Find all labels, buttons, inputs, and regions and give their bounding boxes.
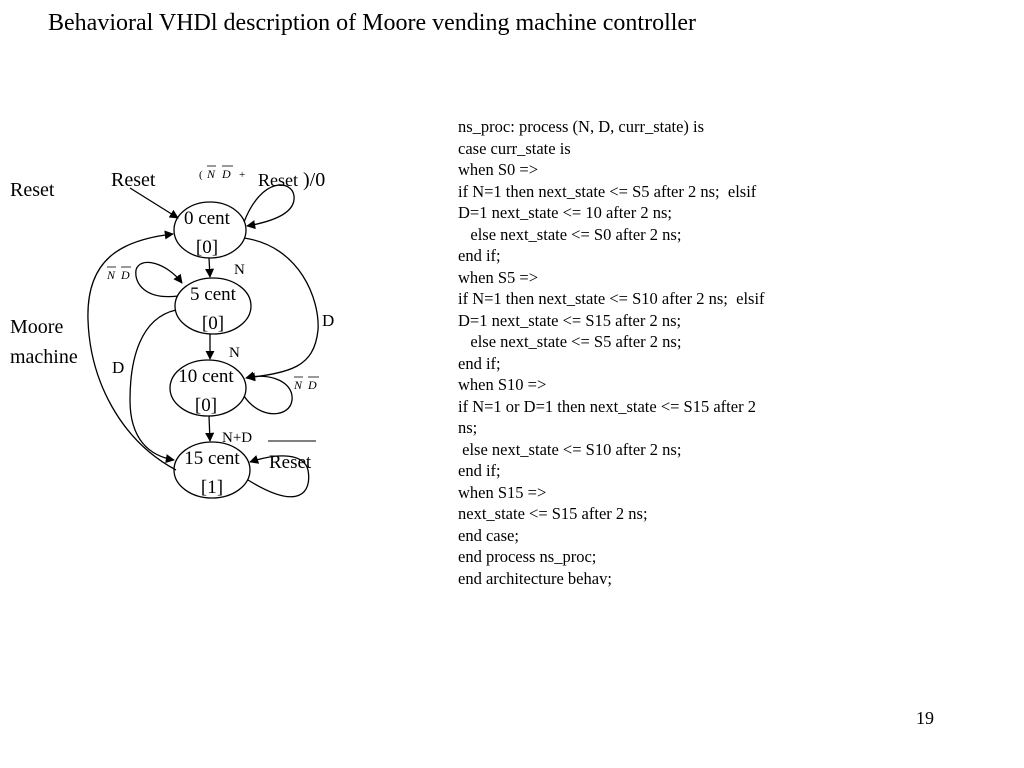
edge-s0-s10-label: D <box>322 311 334 330</box>
svg-text:N: N <box>106 268 116 282</box>
state-10-name: 10 cent <box>178 366 234 387</box>
state-15-name: 15 cent <box>184 448 240 469</box>
code-line: else next_state <= S0 after 2 ns; <box>458 224 682 244</box>
code-line: when S10 => <box>458 375 547 394</box>
state-0-cent: 0 cent [0] <box>173 201 247 259</box>
edge-s5-s15-label: D <box>112 358 124 377</box>
s10-self-loop-label: N D <box>293 376 319 392</box>
state-10-output: [0] <box>195 395 217 416</box>
edge-s5-s10-label: N <box>229 345 240 361</box>
page-number: 19 <box>916 708 934 728</box>
code-line: ns_proc: process (N, D, curr_state) is <box>458 117 705 136</box>
svg-text:(: ( <box>199 169 203 181</box>
edge-s0-s5 <box>205 257 215 278</box>
state-15-cent: 15 cent [1] <box>173 441 251 499</box>
state-5-cent: 5 cent [0] <box>174 277 252 335</box>
state-15-output: [1] <box>201 477 223 498</box>
edge-s0-s10 <box>243 237 319 382</box>
moore-label: Moore <box>10 316 63 338</box>
code-line: end if; <box>458 353 501 373</box>
state-0-output: [0] <box>196 237 218 258</box>
s5-self-loop-label: N D <box>106 266 131 282</box>
code-line: ns; <box>458 418 478 437</box>
svg-text:N: N <box>206 167 216 181</box>
code-line: if N=1 or D=1 then next_state <= S15 aft… <box>458 396 756 416</box>
vhdl-code-block: ns_proc: process (N, D, curr_state) is c… <box>458 116 978 589</box>
s5-self-loop <box>135 261 183 298</box>
code-line: end case; <box>458 525 519 545</box>
svg-text:D: D <box>221 167 231 181</box>
code-line: else next_state <= S10 after 2 ns; <box>458 439 682 459</box>
machine-label: machine <box>10 346 78 368</box>
code-line: when S15 => <box>458 482 547 502</box>
code-line: when S0 => <box>458 160 539 179</box>
svg-text:+: + <box>239 169 245 181</box>
code-line: when S5 => <box>458 267 539 287</box>
svg-text:D: D <box>307 378 317 392</box>
reset-arrow-label: Reset <box>111 169 156 191</box>
edge-s0-s5-label: N <box>234 262 245 278</box>
code-line: D=1 next_state <= S15 after 2 ns; <box>458 310 682 330</box>
code-line: if N=1 then next_state <= S10 after 2 ns… <box>458 289 765 308</box>
state-5-output: [0] <box>202 313 224 334</box>
slide-title: Behavioral VHDl description of Moore ven… <box>48 10 697 36</box>
code-line: D=1 next_state <= 10 after 2 ns; <box>458 203 672 222</box>
svg-text:Reset: Reset <box>258 170 298 190</box>
code-line: end if; <box>458 461 501 480</box>
edge-s10-s15-label: N+D <box>222 430 252 446</box>
code-line: end architecture behav; <box>458 568 612 588</box>
s15-self-loop-label: Reset <box>269 452 312 473</box>
s15-self-loop <box>247 455 310 498</box>
svg-text:N: N <box>293 378 303 392</box>
state-0-name: 0 cent <box>184 208 231 229</box>
s0-self-loop-label: ( N D + Reset )/0 <box>199 165 325 191</box>
code-line: end if; <box>458 246 501 265</box>
s0-self-loop <box>243 184 295 230</box>
code-line: end process ns_proc; <box>458 547 597 566</box>
code-line: case curr_state is <box>458 138 571 158</box>
edge-s5-s15 <box>129 309 177 464</box>
code-line: if N=1 then next_state <= S5 after 2 ns;… <box>458 181 757 201</box>
edge-s10-s15 <box>205 415 215 442</box>
reset-input-label: Reset <box>10 179 55 201</box>
state-5-name: 5 cent <box>190 284 237 305</box>
code-line: next_state <= S15 after 2 ns; <box>458 504 648 523</box>
svg-text:)/0: )/0 <box>303 169 325 191</box>
reset-arrow <box>129 187 179 219</box>
s10-self-loop <box>243 371 293 415</box>
state-10-cent: 10 cent [0] <box>169 359 247 417</box>
edge-s15-s0 <box>87 230 177 471</box>
code-line: else next_state <= S5 after 2 ns; <box>458 332 682 351</box>
svg-text:D: D <box>120 268 130 282</box>
